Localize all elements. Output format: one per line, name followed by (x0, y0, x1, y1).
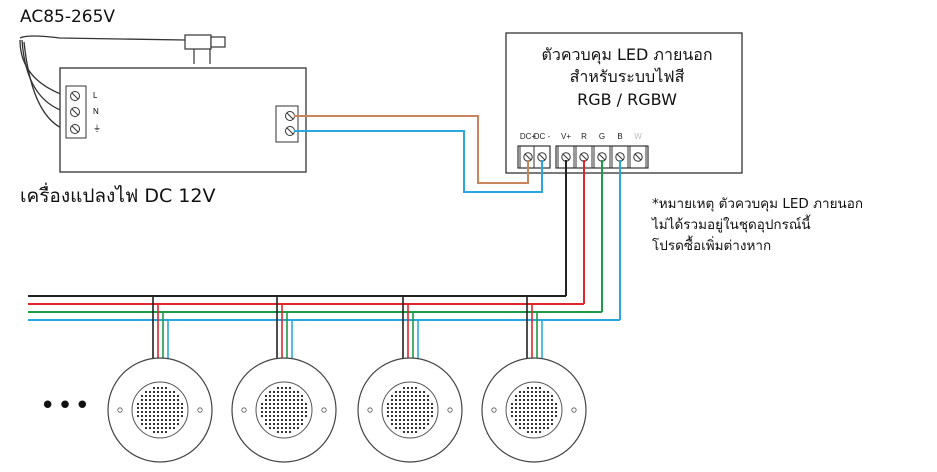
led-lamp (107, 296, 213, 463)
controller-terminal-label: R (581, 132, 587, 141)
controller-terminal-label: B (617, 132, 622, 141)
controller-title-line-2: สำหรับระบบไฟสี (569, 67, 685, 87)
note-line-2: ไม่ได้รวมอยู่ในชุดอุปกรณ์นี้ (652, 216, 811, 233)
led-lamp (481, 296, 587, 463)
controller-terminal-label: DC+ (520, 132, 537, 141)
psu-terminal-label: N (93, 107, 99, 116)
note-line-3: โปรดซื้อเพิ่มต่างหาก (652, 237, 772, 254)
psu-input-terminal-block (65, 85, 87, 139)
controller-title: ตัวควบคุม LED ภายนอก สำหรับระบบไฟสี RGB … (512, 44, 742, 111)
controller-note: *หมายเหตุ ตัวควบคุม LED ภายนอก ไม่ได้รวม… (652, 194, 863, 257)
controller-terminal-label: W (634, 132, 642, 141)
led-lamp (357, 296, 463, 463)
controller-terminal-label: V+ (561, 132, 571, 141)
more-lamps-ellipsis: ••• (40, 391, 93, 421)
psu-terminal-label: ⏚ (93, 124, 101, 133)
power-plug (184, 34, 226, 64)
note-line-1: *หมายเหตุ ตัวควบคุม LED ภายนอก (652, 196, 863, 212)
wire-dc-minus (294, 130, 543, 193)
wire-dc-plus (294, 115, 529, 184)
power-supply-label: เครื่องแปลงไฟ DC 12V (20, 185, 216, 207)
led-lamp (231, 296, 337, 463)
psu-output-terminal-block (275, 105, 299, 143)
ac-input-label: AC85-265V (20, 7, 116, 27)
controller-terminal-label: DC - (534, 132, 551, 141)
controller-terminal-label: G (599, 132, 605, 141)
power-supply-box (59, 67, 307, 173)
ac-power-cable (19, 35, 186, 131)
controller-title-line-3: RGB / RGBW (577, 89, 677, 109)
controller-title-line-1: ตัวควบคุม LED ภายนอก (541, 45, 713, 64)
psu-terminal-label: L (93, 91, 98, 100)
